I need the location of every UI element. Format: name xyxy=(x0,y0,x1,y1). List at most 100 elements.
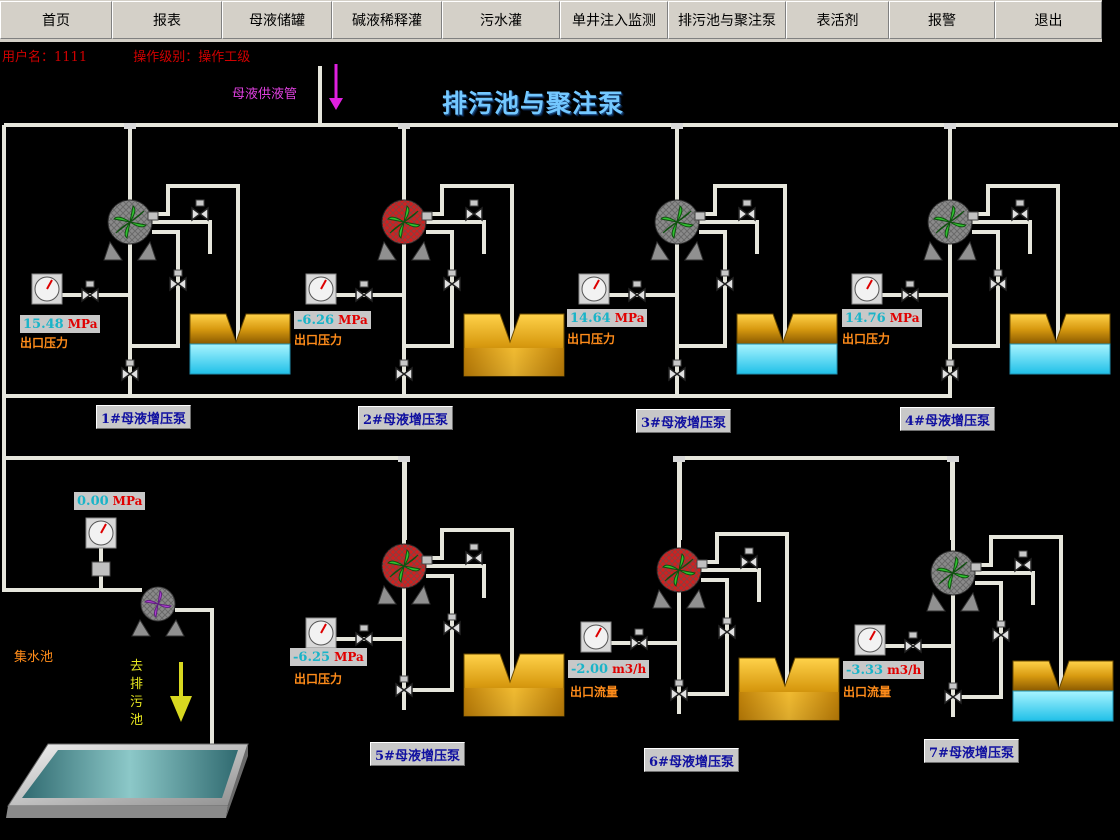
valve-top-icon-stem xyxy=(1018,550,1028,558)
valve-bypass-icon xyxy=(716,276,734,292)
mother-liquor-tank xyxy=(189,313,291,375)
impeller-blades xyxy=(387,549,421,583)
gauge-needle xyxy=(869,630,876,641)
tab-mother-liquor-tank[interactable]: 母液储罐 xyxy=(222,1,332,39)
valve-bottom-icon xyxy=(944,689,962,705)
valve-top-icon-stem xyxy=(469,543,479,551)
pump-unit-3 xyxy=(578,123,838,396)
operator-level-text: 操作级别：操作工级 xyxy=(133,50,251,65)
pump-feet xyxy=(377,584,431,605)
impeller-blades xyxy=(387,205,421,239)
valve-gauge-icon-stem xyxy=(905,280,915,288)
valve-bypass-icon xyxy=(718,624,736,640)
valve-top-icon xyxy=(1014,557,1032,573)
tab-reports[interactable]: 报表 xyxy=(112,1,222,39)
bypass-pipe xyxy=(404,574,454,692)
valve-top-icon-stem xyxy=(1015,199,1025,207)
bypass-pipe xyxy=(950,230,1000,348)
mother-liquor-tank xyxy=(738,657,840,721)
valve-bottom-icon xyxy=(395,682,413,698)
valve-bypass-icon xyxy=(169,276,187,292)
pump-7-name-button[interactable]: 7#母液增压泵 xyxy=(924,739,1019,763)
valve-bottom-icon-stem xyxy=(399,675,409,683)
vent-pipe xyxy=(701,568,761,602)
pump-unit-5 xyxy=(305,456,565,717)
tab-home[interactable]: 首页 xyxy=(0,1,112,39)
valve-gauge-icon xyxy=(355,631,373,647)
valve-top-icon-stem xyxy=(195,199,205,207)
gauge-needle xyxy=(320,279,327,290)
pump-4-name-button[interactable]: 4#母液增压泵 xyxy=(900,407,995,431)
sump-pressure-reading: 0.00 MPa xyxy=(74,492,146,510)
reading-value: -3.33 xyxy=(846,662,884,678)
tab-single-well-monitoring[interactable]: 单井注入监测 xyxy=(560,1,668,39)
valve-top-icon-stem xyxy=(469,199,479,207)
valve-bottom-icon-stem xyxy=(125,359,135,367)
pump-impeller-icon xyxy=(936,556,970,590)
valve-gauge-icon-stem xyxy=(359,280,369,288)
tank-water xyxy=(736,343,838,375)
valve-top-icon xyxy=(191,206,209,222)
valve-gauge-icon xyxy=(901,287,919,303)
pump-4-measure-label: 出口压力 xyxy=(842,332,891,346)
valve-gauge-icon xyxy=(81,287,99,303)
mother-liquor-tank xyxy=(736,313,838,375)
pump-impeller-icon xyxy=(933,205,967,239)
pump-1-name-button[interactable]: 1#母液增压泵 xyxy=(96,405,191,429)
pump-2-name-button[interactable]: 2#母液增压泵 xyxy=(358,406,453,430)
tab-surfactant[interactable]: 表活剂 xyxy=(786,1,889,39)
pump-outlet xyxy=(694,211,706,221)
bypass-pipe xyxy=(130,230,180,348)
valve-bottom-icon-stem xyxy=(948,682,958,690)
vent-pipe xyxy=(426,564,486,598)
pump-unit-7 xyxy=(854,456,1114,722)
pipe-tee xyxy=(671,123,683,129)
reading-unit: MPa xyxy=(334,650,364,664)
pump-6-name-button[interactable]: 6#母液增压泵 xyxy=(644,748,739,772)
vent-pipe xyxy=(975,571,1035,605)
pump-5-name-button[interactable]: 5#母液增压泵 xyxy=(370,742,465,766)
mother-liquor-tank xyxy=(463,653,565,717)
pump-unit-2 xyxy=(305,123,565,396)
down-arrow-icon xyxy=(170,662,192,722)
tab-exit[interactable]: 退出 xyxy=(995,1,1102,39)
valve-bottom-icon xyxy=(670,686,688,702)
pump-impeller-icon xyxy=(387,549,421,583)
tab-sewage-pool-pumps[interactable]: 排污池与聚注泵 xyxy=(668,1,786,39)
mother-liquor-tank xyxy=(1009,313,1111,375)
pump-3-name-button[interactable]: 3#母液增压泵 xyxy=(636,409,731,433)
pump-feet xyxy=(923,240,977,261)
tank-water xyxy=(189,343,291,375)
valve-gauge-icon-stem xyxy=(632,280,642,288)
vent-pipe xyxy=(972,220,1032,254)
valve-bottom-icon xyxy=(121,366,139,382)
user-info-bar: 用户名：1111 操作级别：操作工级 xyxy=(2,46,292,65)
pump-unit-1 xyxy=(31,123,291,396)
valve-bottom-icon-stem xyxy=(399,359,409,367)
pump-outlet xyxy=(421,555,433,565)
tab-alkali-dilution-tank[interactable]: 碱液稀释灌 xyxy=(332,1,442,39)
page-title: 排污池与聚注泵 xyxy=(442,89,625,118)
tab-alarm[interactable]: 报警 xyxy=(889,1,995,39)
tank-water xyxy=(1012,690,1114,722)
valve-top-icon xyxy=(740,554,758,570)
to-sewage-pool-label: 去排污池 xyxy=(130,659,144,728)
pump-feet xyxy=(926,591,980,612)
pump-feet xyxy=(652,588,706,609)
tab-sewage-tank[interactable]: 污水灌 xyxy=(442,1,560,39)
vent-pipe xyxy=(699,220,759,254)
pump-outlet xyxy=(696,559,708,569)
valve-top-icon xyxy=(465,550,483,566)
pump-7-measure-label: 出口流量 xyxy=(843,685,892,699)
reading-unit: MPa xyxy=(67,317,98,331)
valve-gauge-icon-stem xyxy=(85,280,95,288)
bypass-pipe xyxy=(679,578,729,696)
valve-bypass-icon-stem xyxy=(996,620,1006,628)
pump-impeller-icon xyxy=(660,205,694,239)
reading-value: -6.26 xyxy=(297,312,335,328)
valve-bottom-icon-stem xyxy=(672,359,682,367)
